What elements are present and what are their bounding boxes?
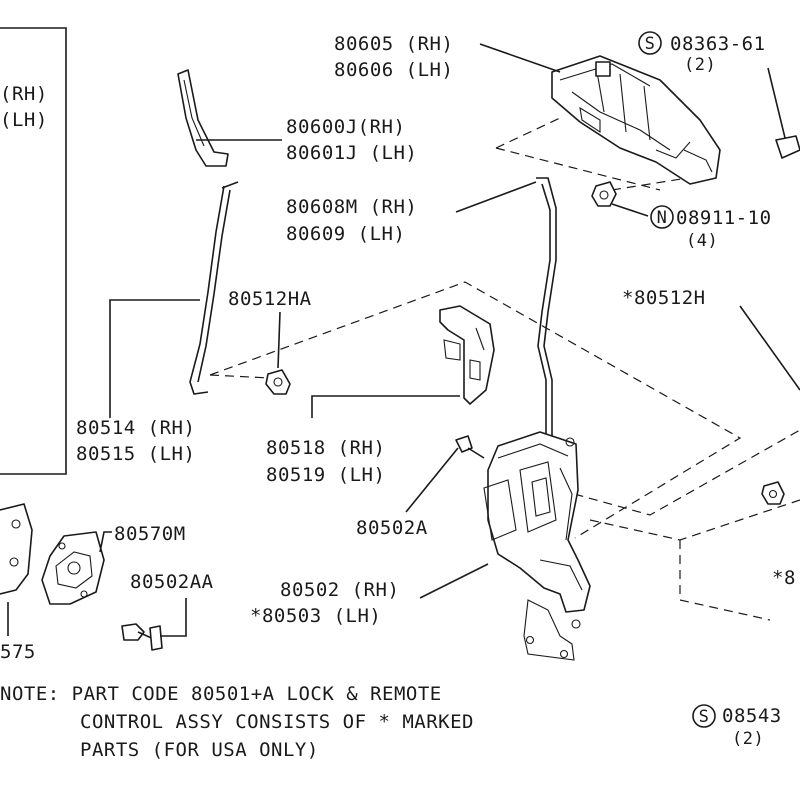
callout-08363: 08363-61 — [670, 33, 766, 55]
clip-80512ha — [265, 369, 291, 395]
footnote: NOTE: PART CODE 80501+A LOCK & REMOTE CO… — [0, 683, 474, 761]
screw-80502a — [455, 435, 485, 459]
left-frame — [0, 27, 67, 475]
door-lock-80502 — [483, 431, 591, 661]
callout-80502aa: 80502AA — [130, 571, 214, 593]
symbol-s-0854: S — [692, 704, 716, 728]
callout-80570m: 80570M — [114, 523, 186, 545]
dashed-outlines — [209, 117, 800, 621]
callout-80514: 80514 (RH) — [76, 417, 195, 439]
inside-handle-80518 — [439, 305, 495, 405]
callout-0854-qty: (2) — [732, 729, 764, 749]
note-line-1: NOTE: PART CODE 80501+A LOCK & REMOTE — [0, 683, 442, 705]
symbol-s-08363: S — [638, 31, 662, 55]
callout-80575: 575 — [0, 641, 36, 663]
callout-80502a: 80502A — [356, 517, 428, 539]
callout-80606: 80606 (LH) — [334, 59, 453, 81]
rod-80608m — [536, 177, 557, 440]
callout-80512h: *80512H — [622, 287, 706, 309]
leader-lines — [7, 43, 800, 637]
nut-08911 — [591, 181, 617, 207]
callout-08911-qty: (4) — [686, 231, 718, 251]
bolt-80502aa — [121, 623, 163, 651]
callout-80605: 80605 (RH) — [334, 33, 453, 55]
callout-80512ha: 80512HA — [228, 288, 312, 310]
striker-80570m — [41, 531, 105, 605]
callout-80600j: 80600J(RH) — [286, 116, 405, 138]
clip-80512h — [761, 481, 785, 505]
callout-80518: 80518 (RH) — [266, 437, 385, 459]
callout-80609: 80609 (LH) — [286, 223, 405, 245]
callout-80601j: 80601J (LH) — [286, 142, 417, 164]
callout-80515: 80515 (LH) — [76, 443, 195, 465]
outside-door-handle — [551, 55, 721, 185]
callout-left-lh: (LH) — [0, 109, 48, 131]
callout-08363-qty: (2) — [684, 55, 716, 75]
plate-80575 — [0, 503, 33, 595]
callout-80502: 80502 (RH) — [280, 579, 399, 601]
svg-text:S: S — [699, 707, 710, 727]
callout-left-rh: (RH) — [0, 83, 48, 105]
rod-80600j — [177, 69, 229, 167]
symbol-n-08911: N — [650, 205, 674, 229]
svg-text:N: N — [657, 208, 668, 228]
callout-80608m: 80608M (RH) — [286, 196, 417, 218]
rod-80514 — [189, 181, 239, 395]
callout-80503: *80503 (LH) — [250, 605, 381, 627]
callout-0854: 08543 — [722, 705, 782, 727]
callout-80519: 80519 (LH) — [266, 464, 385, 486]
note-line-3: PARTS (FOR USA ONLY) — [80, 739, 319, 761]
callout-08911: 08911-10 — [676, 207, 772, 229]
note-line-2: CONTROL ASSY CONSISTS OF * MARKED — [80, 711, 474, 733]
callout-right-star: *8 — [772, 567, 796, 589]
svg-text:S: S — [645, 34, 656, 54]
screw-08363 — [767, 67, 800, 159]
